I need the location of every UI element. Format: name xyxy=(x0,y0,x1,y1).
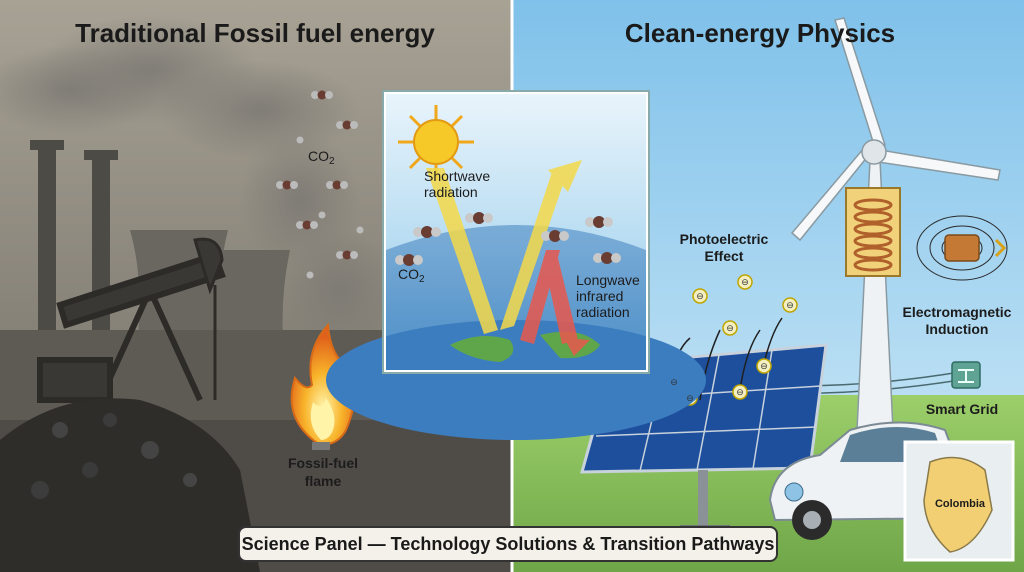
induction-coil-icon xyxy=(845,187,1008,281)
coal-pile xyxy=(0,398,260,572)
greenhouse-inset-frame xyxy=(384,92,648,372)
electron-symbol: ⊖ xyxy=(741,277,749,287)
shortwave-line-1: Shortwave xyxy=(424,168,491,184)
smart-grid-label: Smart Grid xyxy=(925,401,999,417)
longwave-line-2: infrared xyxy=(576,288,624,304)
left-panel-title: Traditional Fossil fuel energy xyxy=(75,18,435,48)
photoelectric-label: Photoelectric Effect xyxy=(664,231,784,265)
inset-co2-molecules xyxy=(395,212,621,266)
electromagnetic-line-2: Induction xyxy=(925,321,989,337)
flame-line-1: Fossil-fuel xyxy=(287,455,358,471)
flame-icon xyxy=(290,322,356,450)
co2-inset-text: CO xyxy=(398,266,419,282)
electron-symbol: ⊖ xyxy=(726,323,734,333)
photoelectric-line-2: Effect xyxy=(704,248,744,264)
electron-symbol: ⊖ xyxy=(760,361,768,371)
electron-symbol: ⊖ xyxy=(696,291,704,301)
science-panel-banner: Science Panel — Technology Solutions & T… xyxy=(238,526,778,562)
colombia-label: Colombia xyxy=(934,498,986,510)
flame-line-2: flame xyxy=(304,473,342,489)
longwave-arrow xyxy=(520,250,590,356)
electron-symbol: ⊖ xyxy=(786,300,794,310)
co2-smoke-text: CO xyxy=(308,148,329,164)
co2-smoke-label: CO2 xyxy=(308,148,335,167)
smart-grid-icon xyxy=(951,361,981,389)
greenhouse-inset xyxy=(326,94,706,440)
flame-label: Fossil-fuel flame xyxy=(268,454,378,490)
co2-molecules xyxy=(276,90,364,279)
shortwave-label: Shortwave radiation xyxy=(424,168,490,200)
longwave-line-3: radiation xyxy=(576,304,630,320)
wind-turbine xyxy=(790,17,1001,431)
longwave-label: Longwave infrared radiation xyxy=(576,272,640,320)
colombia-map xyxy=(903,440,1015,562)
right-panel-title: Clean-energy Physics xyxy=(624,18,896,48)
shortwave-arrow xyxy=(426,160,582,334)
oil-pump-jack xyxy=(37,237,226,403)
smoke-clouds xyxy=(0,15,395,350)
sun-icon xyxy=(398,105,474,180)
electron-symbol: ⊖ xyxy=(736,387,744,397)
longwave-line-1: Longwave xyxy=(576,272,640,288)
electron-symbol: ⊖ xyxy=(686,393,694,403)
co2-inset-subscript: 2 xyxy=(419,274,425,285)
electromagnetic-line-1: Electromagnetic xyxy=(902,304,1012,320)
shortwave-line-2: radiation xyxy=(424,184,478,200)
electron-symbol: ⊖ xyxy=(670,377,678,387)
photoelectric-line-1: Photoelectric xyxy=(679,231,769,247)
co2-inset-label: CO2 xyxy=(398,266,425,285)
co2-smoke-subscript: 2 xyxy=(329,156,335,167)
electromagnetic-label: Electromagnetic Induction xyxy=(892,304,1022,338)
